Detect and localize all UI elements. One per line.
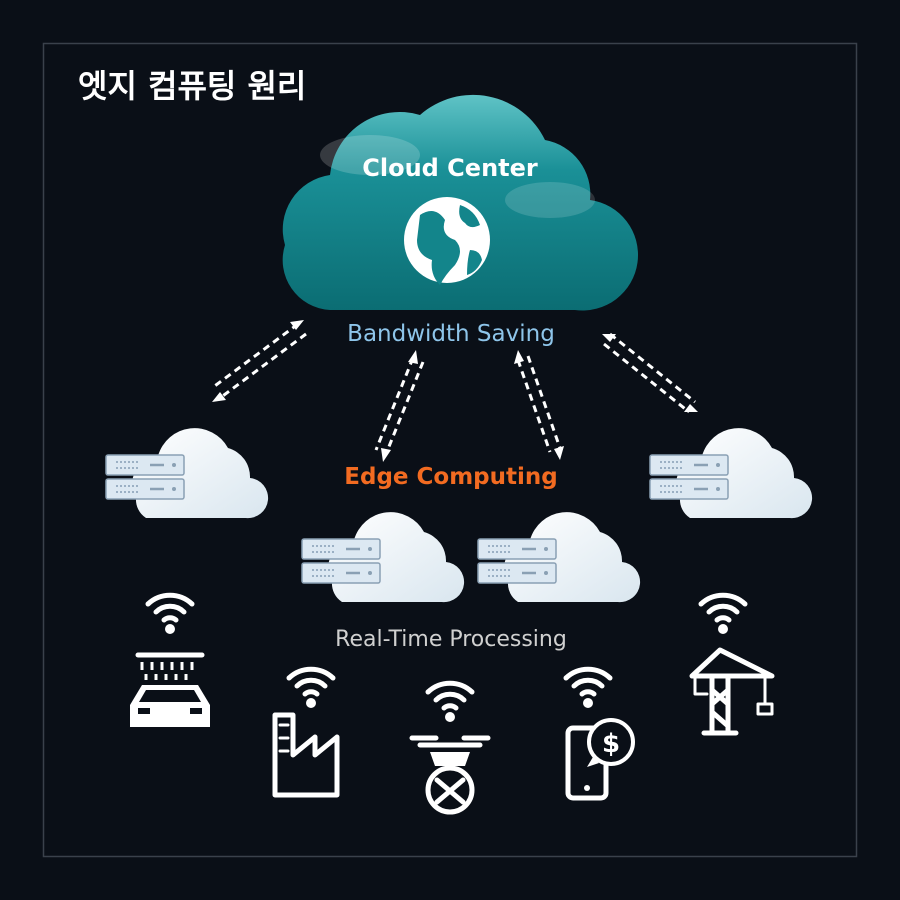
- edge-server-cloud-1: [104, 426, 270, 520]
- wifi-icon: [428, 683, 472, 719]
- real-time-processing-label: Real-Time Processing: [335, 627, 567, 652]
- cloud-center: Cloud Center: [282, 94, 639, 311]
- wifi-icon: [289, 669, 333, 705]
- wifi-icon: [148, 595, 192, 631]
- data-flow-arrows: [211, 320, 698, 462]
- edge-server-cloud-3: [300, 510, 466, 604]
- wifi-icon: [566, 669, 610, 705]
- factory-icon: [272, 712, 340, 798]
- phone-dollar-icon: $: [565, 718, 635, 801]
- crane-icon: [689, 647, 775, 736]
- wifi-icon: [701, 595, 745, 631]
- cloud-center-label: Cloud Center: [362, 154, 538, 182]
- car-wash-icon: [130, 652, 210, 727]
- arrow-left: [211, 320, 307, 402]
- page-title: 엣지 컴퓨팅 원리: [78, 67, 306, 105]
- bandwidth-saving-label: Bandwidth Saving: [347, 321, 555, 347]
- frame-border: [42, 42, 858, 858]
- edge-server-cloud-2: [648, 426, 814, 520]
- arrow-center-left: [374, 350, 425, 462]
- edge-computing-label: Edge Computing: [344, 464, 557, 490]
- arrow-right: [602, 332, 698, 414]
- edge-server-cloud-4: [476, 510, 642, 604]
- svg-text:$: $: [602, 729, 620, 759]
- arrow-center-right: [514, 350, 564, 460]
- drone-repair-icon: [409, 735, 491, 815]
- globe-icon: [404, 197, 490, 285]
